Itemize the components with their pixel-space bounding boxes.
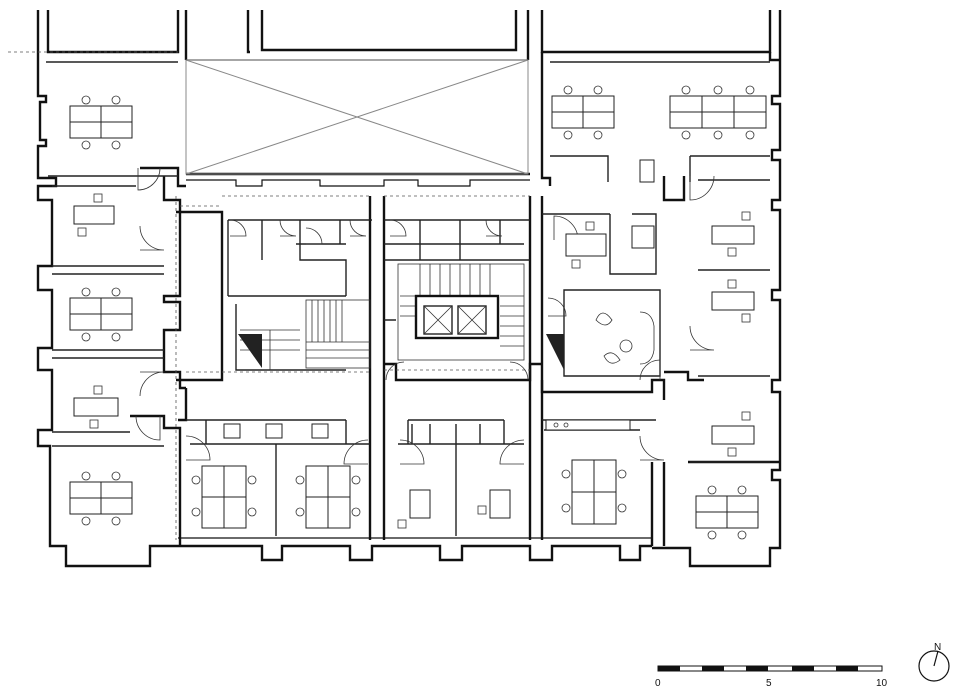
north-label: N [934,642,941,653]
stair-left [238,299,371,370]
workstations [69,85,767,540]
office-partitions [46,61,770,536]
light-well [185,59,529,175]
scale-label-5: 5 [766,678,772,689]
scale-label-10: 10 [876,678,888,689]
scale-label-0: 0 [655,678,661,689]
exterior-walls [36,10,782,568]
structural-core [130,166,780,546]
stair-right [397,263,564,370]
scale-bar: 0 5 10 [655,665,888,689]
north-arrow-icon: N [918,642,950,682]
lift-shafts [414,294,500,340]
doors [135,167,715,465]
dashed-lines [8,51,530,540]
core-rooms [227,219,564,371]
